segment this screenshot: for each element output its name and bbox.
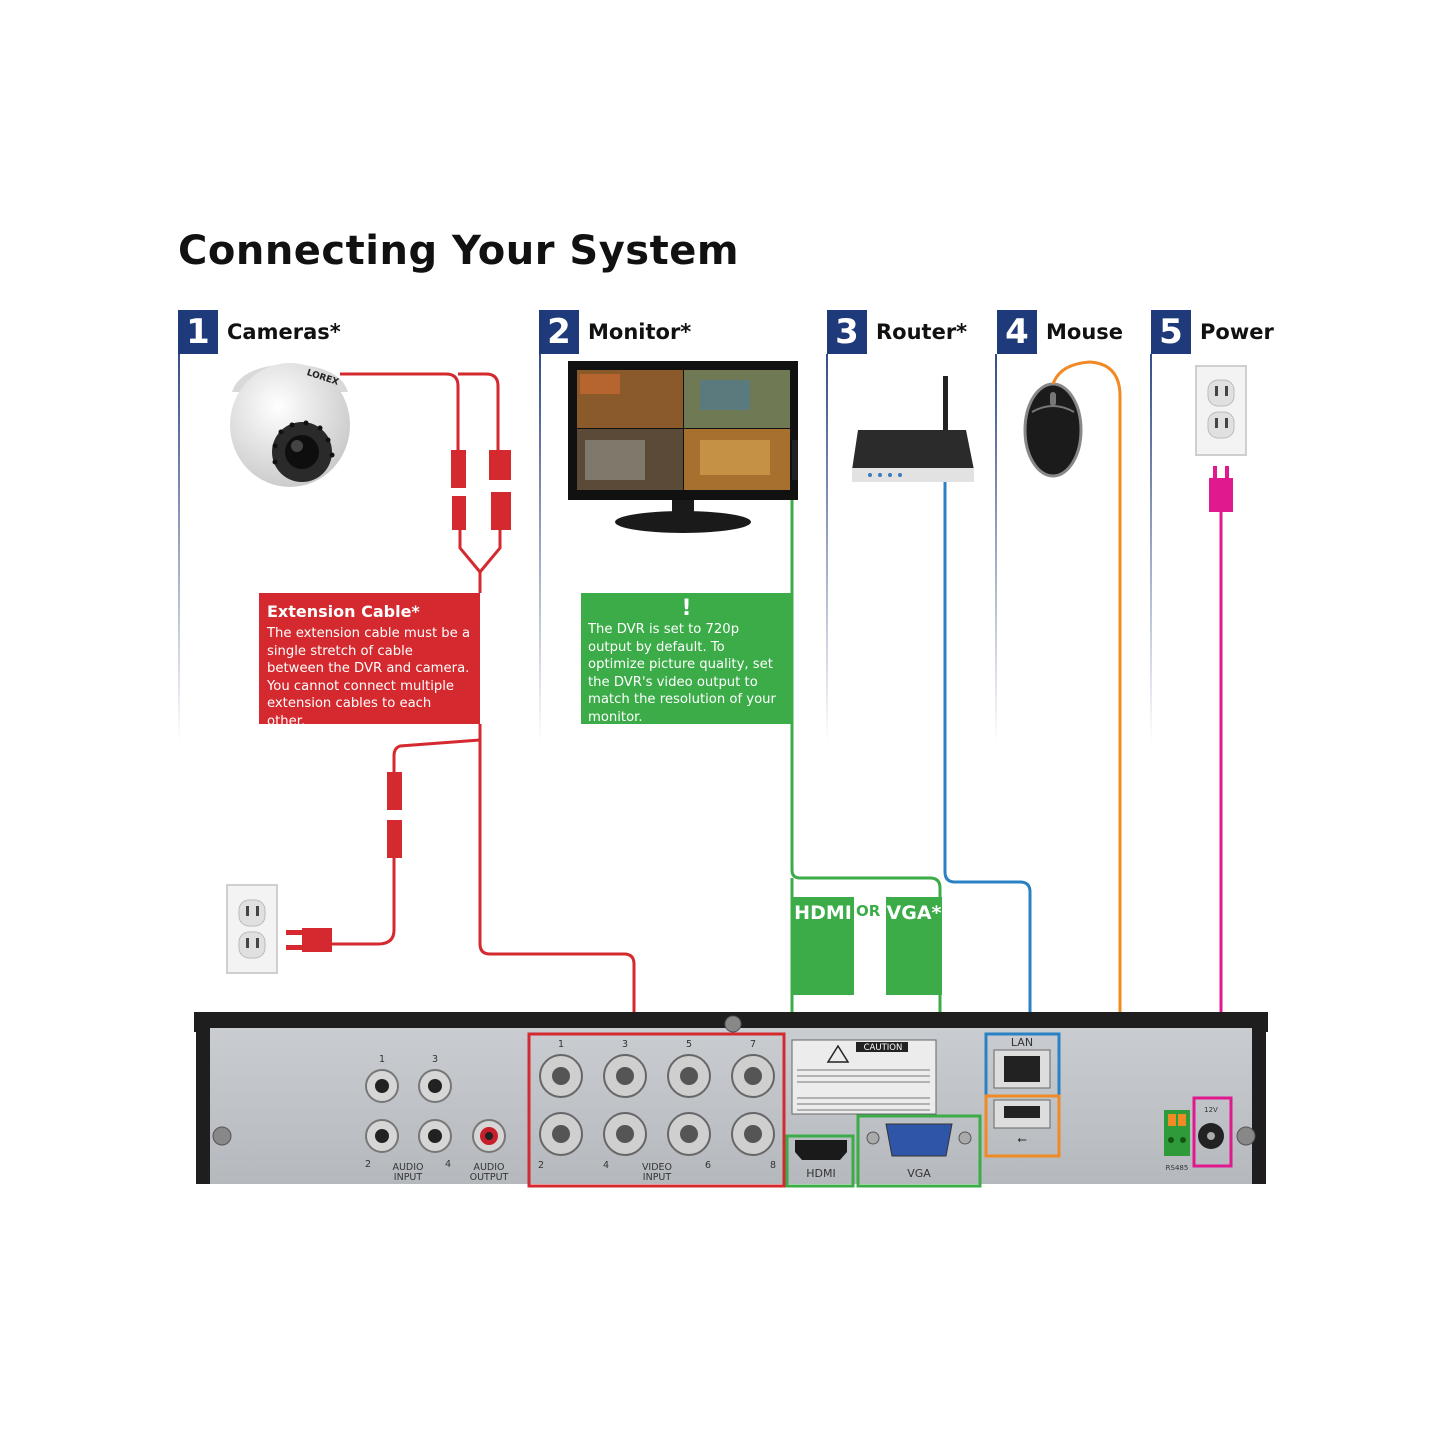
step-label: Monitor* <box>588 320 692 344</box>
vga-port <box>866 1123 972 1157</box>
video-channel-number: 6 <box>704 1160 712 1171</box>
hdmi-port-label: HDMI <box>806 1167 836 1180</box>
column-dividers <box>178 354 1152 744</box>
audio-output-label: AUDIO OUTPUT <box>469 1162 509 1183</box>
callout-body: The extension cable must be a single str… <box>267 626 471 729</box>
dome-camera-image <box>230 363 350 487</box>
vga-port-label: VGA <box>907 1167 931 1180</box>
step-number-badge: 3 <box>827 310 867 354</box>
step-number-badge: 2 <box>539 310 579 354</box>
power-cable <box>1209 466 1233 1100</box>
step-cameras: 1 Cameras* <box>178 310 341 354</box>
step-monitor: 2 Monitor* <box>539 310 691 354</box>
hdmi-port <box>795 1140 847 1160</box>
video-channel-number: 2 <box>537 1160 545 1171</box>
video-input-bnc-jacks <box>539 1054 775 1156</box>
step-router: 3 Router* <box>827 310 967 354</box>
port-highlights <box>527 1032 1233 1188</box>
rs485-terminal <box>1164 1110 1190 1156</box>
dc-voltage-label: 12V <box>1204 1106 1218 1114</box>
page-title: Connecting Your System <box>178 228 740 274</box>
router-image <box>852 376 974 482</box>
step-label: Cameras* <box>227 320 341 344</box>
audio-input-label: AUDIO INPUT <box>392 1162 424 1183</box>
step-label: Mouse <box>1046 320 1124 344</box>
resolution-note-callout: ! The DVR is set to 720p output by defau… <box>581 593 792 725</box>
dvr-rear-panel <box>194 1012 1268 1184</box>
lan-port <box>993 1049 1051 1089</box>
dc-power-jack <box>1198 1123 1224 1149</box>
step-label: Power <box>1200 320 1274 344</box>
lan-port-label: LAN <box>1010 1036 1034 1049</box>
audio-input-jacks <box>365 1069 452 1153</box>
audio-jack-number: 3 <box>431 1054 439 1065</box>
audio-output-jack <box>472 1119 506 1153</box>
exclamation-icon: ! <box>681 596 692 621</box>
usb-icon: ⭠ <box>1017 1132 1027 1146</box>
video-input-label: VIDEO INPUT <box>641 1162 673 1183</box>
usb-port <box>993 1099 1051 1129</box>
extension-cable-callout: Extension Cable* The extension cable mus… <box>259 593 480 729</box>
callout-heading: Extension Cable* <box>267 602 420 621</box>
callout-body: The DVR is set to 720p output by default… <box>588 622 776 725</box>
step-label: Router* <box>876 320 968 344</box>
power-wall-outlet-image <box>1195 365 1247 456</box>
video-channel-number: 8 <box>769 1160 777 1171</box>
step-number-badge: 4 <box>997 310 1037 354</box>
rs485-label: RS485 <box>1165 1164 1189 1172</box>
cable-connectors <box>286 450 511 952</box>
caution-text: CAUTION <box>863 1043 903 1053</box>
video-channel-number: 7 <box>749 1039 757 1050</box>
or-label: OR <box>856 902 881 920</box>
video-channel-number: 1 <box>557 1039 565 1050</box>
audio-jack-number: 2 <box>364 1159 372 1170</box>
video-channel-number: 4 <box>602 1160 610 1171</box>
video-channel-number: 5 <box>685 1039 693 1050</box>
audio-jack-number: 1 <box>378 1054 386 1065</box>
vga-option-tag: VGA* <box>886 897 942 995</box>
step-mouse: 4 Mouse <box>997 310 1123 354</box>
router-cable <box>943 482 1032 1034</box>
video-channel-number: 3 <box>621 1039 629 1050</box>
step-number-badge: 1 <box>178 310 218 354</box>
step-number-badge: 5 <box>1151 310 1191 354</box>
mouse-image <box>1023 382 1083 478</box>
audio-jack-number: 4 <box>444 1159 452 1170</box>
camera-wall-outlet-image <box>226 884 278 974</box>
hdmi-option-tag: HDMI <box>792 897 854 995</box>
step-power: 5 Power <box>1151 310 1274 354</box>
monitor-image <box>568 361 798 533</box>
camera-cable <box>330 372 636 1034</box>
caution-label <box>791 1039 937 1115</box>
